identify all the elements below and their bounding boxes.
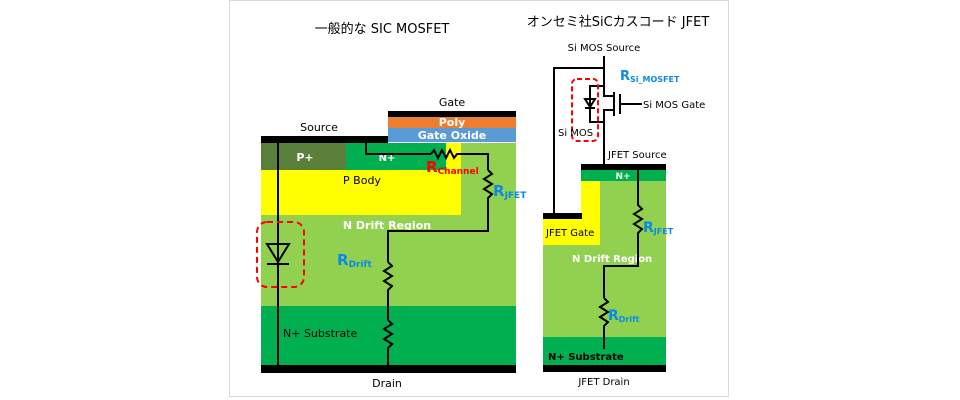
gate-label: Gate: [439, 96, 466, 109]
r-jfet-label: RJFET: [493, 182, 527, 201]
si-mos-drain-lead: [603, 90, 614, 97]
gate-oxide-layer: [388, 128, 516, 142]
jfet-r-drift-resistor: [598, 297, 610, 349]
sic-mosfet-diagram: 一般的な SIC MOSFET Gate Poly Gate Oxide Sou…: [256, 21, 527, 390]
jfet-gate-label: JFET Gate: [545, 228, 594, 239]
r-drift-label: RDrift: [337, 251, 372, 270]
cascode-jfet-diagram: オンセミ社SiCカスコード JFET Si MOS Source RSi_MOS…: [527, 14, 710, 388]
jfet-n-drift-label: N Drift Region: [572, 254, 652, 265]
jfet-source-metal: [581, 164, 666, 170]
jfet-drain-metal: [543, 365, 666, 372]
jfet-r-jfet-label: RJFET: [643, 220, 674, 236]
body-diode-highlight: [256, 221, 305, 288]
si-mos-diode-icon: [583, 98, 597, 109]
si-mos-source-label: Si MOS Source: [568, 43, 641, 54]
si-mos-label: Si MOS: [558, 128, 593, 139]
n-plus-region: [346, 143, 446, 170]
n-substrate-label: N+ Substrate: [283, 327, 357, 340]
p-body-region: [261, 170, 461, 215]
jfet-gate-connection-wire: [553, 67, 604, 214]
body-diode-icon: [265, 243, 291, 264]
jfet-n-substrate-label: N+ Substrate: [548, 352, 624, 363]
si-mos-highlight: [571, 78, 599, 142]
jfet-n-plus-label: N+: [615, 172, 630, 182]
gate-oxide-label: Gate Oxide: [418, 129, 487, 142]
source-label: Source: [300, 121, 338, 134]
si-mos-source-lead: [603, 109, 614, 164]
jfet-gate-region: [543, 219, 600, 245]
si-mos-gate-label: Si MOS Gate: [643, 100, 705, 111]
jfet-r-jfet-resistor: [603, 170, 644, 298]
r-channel-resistor: [430, 147, 489, 170]
n-plus-label: N+: [379, 153, 396, 164]
drain-metal: [261, 365, 516, 373]
drain-label: Drain: [372, 377, 402, 390]
jfet-r-drift-label: RDrift: [608, 308, 640, 324]
p-body-label: P Body: [343, 174, 381, 187]
p-plus-label: P+: [296, 151, 313, 164]
current-path-wire: [365, 143, 431, 155]
n-drift-label: N Drift Region: [343, 219, 431, 232]
right-title: オンセミ社SiCカスコード JFET: [527, 14, 710, 30]
poly-label: Poly: [439, 116, 466, 129]
p-plus-region: [261, 143, 346, 170]
source-metal: [261, 136, 388, 143]
left-title: 一般的な SIC MOSFET: [315, 21, 450, 37]
jfet-drain-label: JFET Drain: [577, 377, 629, 388]
r-drift-resistor-1: [382, 261, 394, 320]
r-channel-label: RChannel: [426, 158, 479, 177]
r-drift-resistor-2: [382, 319, 394, 365]
r-si-mosfet-label: RSi_MOSFET: [620, 69, 680, 84]
jfet-source-label: JFET Source: [607, 150, 667, 161]
jfet-gate-metal: [543, 213, 582, 219]
poly-layer: [388, 117, 516, 128]
r-jfet-resistor: [387, 169, 494, 262]
gate-metal: [388, 111, 516, 117]
jfet-n-plus: [581, 170, 666, 181]
